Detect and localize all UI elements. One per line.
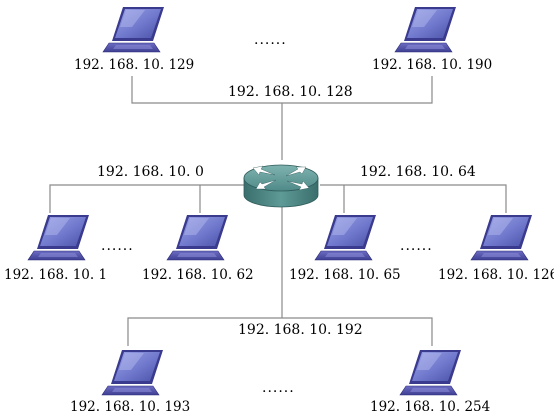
laptop-icon-top-a: [102, 6, 165, 53]
ellipsis-top: ......: [254, 32, 287, 48]
laptop-icon-left-a: [27, 214, 90, 261]
network-label-left: 192. 168. 10. 0: [97, 164, 204, 180]
host-label-top-a: 192. 168. 10. 129: [74, 57, 194, 73]
laptop-icon-top-b: [394, 6, 457, 53]
network-label-top: 192. 168. 10. 128: [228, 84, 353, 100]
links: [49, 76, 507, 346]
host-label-left-b: 192. 168. 10. 62: [142, 267, 254, 283]
bottom-bus: [127, 317, 433, 346]
left-bus: [49, 184, 244, 213]
host-label-bottom-b: 192. 168. 10. 254: [370, 399, 490, 415]
host-label-right-b: 192. 168. 10. 126: [438, 267, 554, 283]
host-label-bottom-a: 192. 168. 10. 193: [70, 399, 190, 415]
right-bus: [320, 184, 507, 213]
network-label-bottom: 192. 168. 10. 192: [238, 322, 363, 338]
ellipsis-right: ......: [400, 238, 433, 254]
laptop-icon-right-b: [470, 214, 533, 261]
laptop-icon-left-b: [166, 214, 229, 261]
laptop-icon-right-a: [314, 214, 377, 261]
host-label-left-a: 192. 168. 10. 1: [4, 267, 107, 283]
laptop-icon-bottom-b: [399, 349, 462, 396]
ellipsis-bottom: ......: [262, 380, 295, 396]
host-label-top-b: 192. 168. 10. 190: [372, 57, 492, 73]
ellipsis-left: ......: [101, 238, 134, 254]
network-label-right: 192. 168. 10. 64: [360, 164, 476, 180]
laptop-icon-bottom-a: [101, 349, 164, 396]
host-label-right-a: 192. 168. 10. 65: [289, 267, 401, 283]
router-icon: [243, 164, 319, 208]
